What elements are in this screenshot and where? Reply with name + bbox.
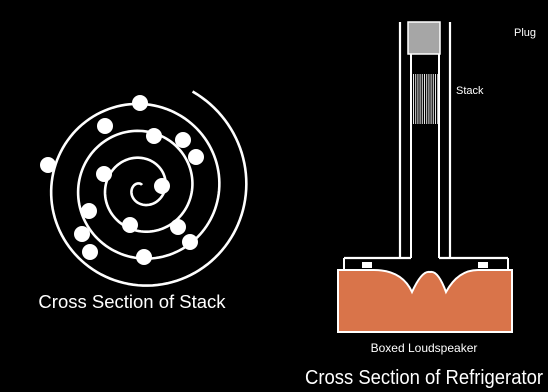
stack <box>413 74 439 124</box>
spacer-dot <box>82 244 98 260</box>
spacer-dot <box>122 217 138 233</box>
spacer-dot <box>154 178 170 194</box>
stack-cross-section <box>40 90 248 287</box>
stack-cross-section-caption: Cross Section of Stack <box>38 291 226 312</box>
right-mount <box>478 262 488 268</box>
boxed-loudspeaker-label: Boxed Loudspeaker <box>371 341 478 355</box>
spacer-dot <box>81 203 97 219</box>
stack-label: Stack <box>456 85 484 97</box>
spacer-dot <box>96 166 112 182</box>
refrigerator-cross-section <box>337 21 513 333</box>
spacer-dot <box>188 149 204 165</box>
spacer-dot <box>40 157 56 173</box>
spacer-dot <box>182 234 198 250</box>
spacer-dots <box>40 95 204 265</box>
refrigerator-cross-section-caption: Cross Section of Refrigerator <box>305 366 543 389</box>
spacer-dot <box>74 226 90 242</box>
plug-label: Plug <box>514 27 536 39</box>
spacer-dot <box>146 128 162 144</box>
spacer-dot <box>136 249 152 265</box>
left-mount <box>362 262 372 268</box>
boxed-loudspeaker <box>337 269 513 333</box>
spacer-dot <box>175 132 191 148</box>
plug <box>407 21 441 55</box>
spacer-dot <box>97 118 113 134</box>
spacer-dot <box>170 219 186 235</box>
spacer-dot <box>132 95 148 111</box>
